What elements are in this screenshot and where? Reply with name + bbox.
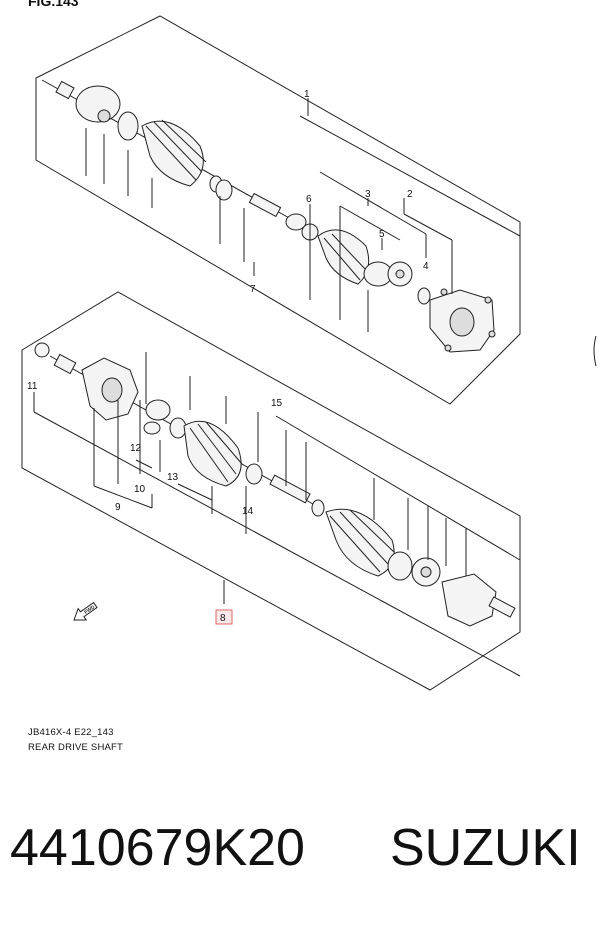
callout-6: 6	[306, 194, 312, 205]
lower-leaders	[33, 352, 521, 677]
lower-shaft-group	[34, 342, 516, 627]
edge-fragment	[593, 335, 597, 367]
callout-12: 12	[130, 443, 142, 454]
upper-shaft-group	[41, 79, 496, 353]
callout-10: 10	[134, 484, 146, 495]
diagram-title: REAR DRIVE SHAFT	[28, 742, 124, 753]
fwd-arrow-icon: FWD	[73, 601, 98, 621]
diagram-code: JB416X-4 E22_143	[28, 727, 114, 738]
callout-4: 4	[423, 261, 429, 272]
callout-5: 5	[379, 229, 385, 240]
fwd-label: FWD	[84, 604, 97, 616]
callout-13: 13	[167, 472, 179, 483]
callout-7: 7	[250, 284, 256, 295]
callout-15: 15	[271, 398, 283, 409]
diagram-panel: FIG.143	[21, 0, 597, 753]
callout-9: 9	[115, 502, 121, 513]
callout-14: 14	[242, 506, 254, 517]
callout-1: 1	[304, 89, 310, 100]
figure-label: FIG.143	[28, 0, 79, 9]
product-band	[0, 775, 600, 932]
part-number: 4410679K20	[10, 819, 305, 877]
callout-11: 11	[27, 381, 38, 392]
upper-leaders	[85, 98, 521, 332]
brand-name: SUZUKI	[390, 819, 581, 877]
callout-2: 2	[407, 189, 413, 200]
callout-8: 8	[220, 613, 226, 624]
upper-assembly-outline	[35, 15, 521, 405]
lower-assembly-outline	[21, 291, 521, 691]
callout-3: 3	[365, 189, 371, 200]
drive-shaft-diagram: FWD 1 2 3 4 5 6 7 8 9 10 11 12 13 14 15	[21, 15, 597, 691]
callout-8-box	[215, 609, 233, 625]
